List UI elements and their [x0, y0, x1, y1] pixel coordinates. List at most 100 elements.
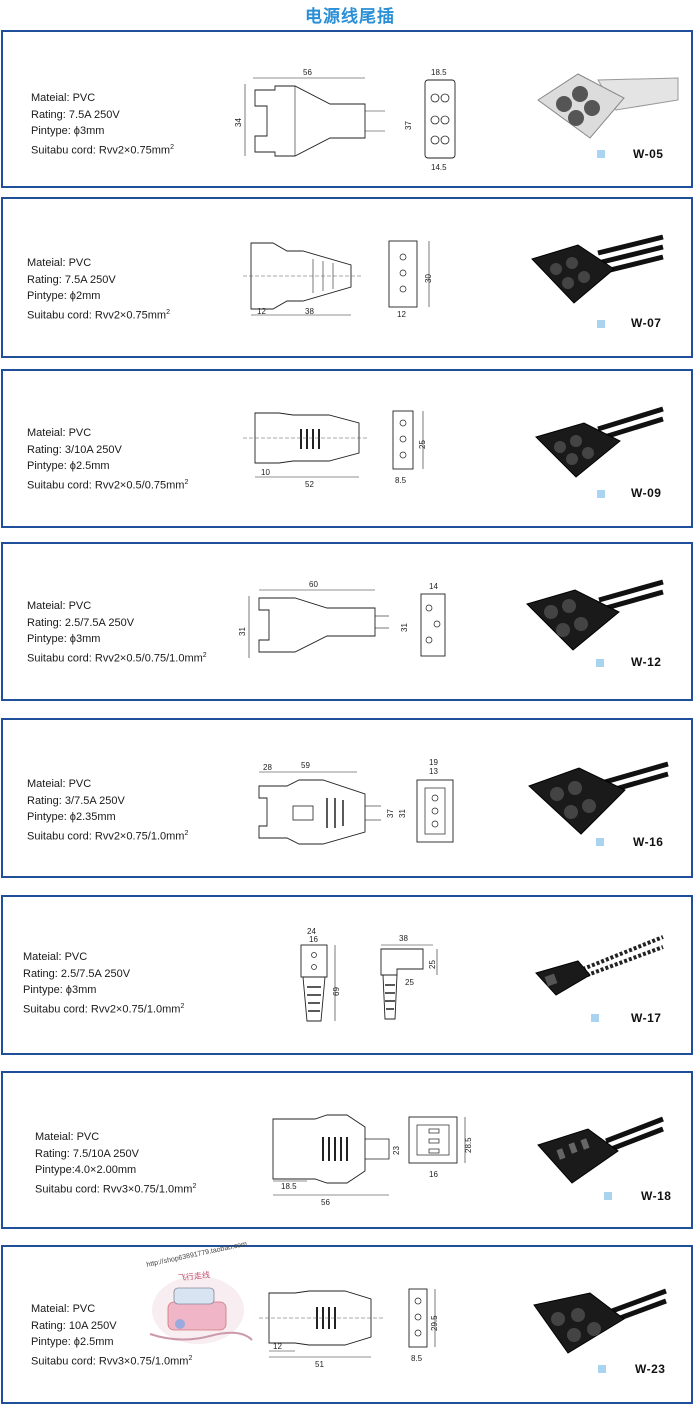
- model-number: W-16: [633, 835, 664, 849]
- spec-pintype: Pintype: ϕ2.35mm: [27, 811, 116, 823]
- face-drawing: 23 28.5 16: [392, 1111, 475, 1191]
- spec-material: Mateial: PVC: [31, 92, 96, 104]
- dim-face-w: 14: [429, 582, 438, 591]
- dim-side-w: 38: [399, 934, 408, 943]
- spec-list: Mateial: PVC Rating: 2.5/7.5A 250V Pinty…: [23, 949, 184, 1018]
- dim-face-h: 23: [392, 1146, 401, 1155]
- dim-height: 34: [234, 118, 243, 127]
- dim-length: 56: [321, 1198, 330, 1207]
- dim-w1: 24: [307, 927, 316, 936]
- dim-face-h: 25: [418, 440, 427, 449]
- side-drawing: 38 25 25: [375, 933, 445, 1023]
- product-panel-w18: Mateial: PVC Rating: 7.5/10A 250V Pintyp…: [1, 1071, 693, 1229]
- spec-rating: Rating: 7.5A 250V: [27, 273, 116, 286]
- spec-rating: Rating: 7.5A 250V: [31, 108, 120, 121]
- spec-cord: Suitabu cord: Rvv2×0.5/0.75mm2: [27, 478, 189, 492]
- spec-rating: Rating: 7.5/10A 250V: [35, 1147, 139, 1160]
- product-photo-black: [523, 572, 673, 662]
- dim-length: 52: [305, 480, 314, 489]
- color-marker: [598, 1365, 606, 1373]
- product-photo-black: [528, 1105, 668, 1195]
- spec-pintype: Pintype: ϕ3mm: [23, 984, 97, 996]
- page-title: 电源线尾插: [305, 7, 395, 27]
- product-photo-black: [528, 229, 668, 319]
- product-panel-w09: Mateial: PVC Rating: 3/10A 250V Pintype:…: [1, 369, 693, 528]
- face-drawing: 25 8.5: [389, 405, 439, 495]
- dim-face-w: 16: [429, 1170, 438, 1179]
- dim-face-h: 37: [404, 121, 413, 130]
- dim-body: 38: [305, 307, 314, 316]
- spec-material: Mateial: PVC: [23, 951, 88, 963]
- product-panel-w07: Mateial: PVC Rating: 7.5A 250V Pintype: …: [1, 197, 693, 358]
- spec-list: Mateial: PVC Rating: 2.5/7.5A 250V Pinty…: [27, 598, 207, 667]
- side-drawing: 12 51: [259, 1283, 399, 1373]
- dim-front: 28: [263, 763, 272, 772]
- spec-pintype: Pintype: ϕ2.5mm: [31, 1336, 114, 1348]
- model-number: W-18: [641, 1189, 672, 1203]
- color-marker: [596, 659, 604, 667]
- dim-face-w: 18.5: [431, 68, 447, 77]
- model-number: W-23: [635, 1362, 666, 1376]
- spec-cord: Suitabu cord: Rvv3×0.75/1.0mm2: [31, 1354, 193, 1368]
- dim-face-h: 29.5: [430, 1315, 439, 1331]
- side-drawing: 60 31: [238, 578, 399, 668]
- dim-face-w: 19: [429, 758, 438, 767]
- face-drawing: 29.5 8.5: [403, 1283, 453, 1373]
- product-photo-black: [528, 401, 668, 491]
- dim-face-h: 30: [424, 274, 433, 283]
- product-photo-black: [528, 931, 668, 1011]
- spec-cord: Suitabu cord: Rvv2×0.75mm2: [31, 143, 175, 157]
- spec-material: Mateial: PVC: [31, 1303, 96, 1315]
- side-drawing: 10 52: [243, 405, 383, 495]
- product-panel-w05: Mateial: PVC Rating: 7.5A 250V Pintype: …: [1, 30, 693, 188]
- model-number: W-09: [631, 486, 662, 500]
- model-number: W-17: [631, 1011, 662, 1025]
- spec-cord: Suitabu cord: Rvv2×0.75/1.0mm2: [27, 829, 189, 843]
- spec-pintype: Pintype: ϕ3mm: [27, 633, 101, 645]
- spec-list: Mateial: PVC Rating: 10A 250V Pintype: ϕ…: [31, 1301, 192, 1370]
- spec-pintype: Pintype: ϕ3mm: [31, 125, 105, 137]
- side-drawing: 18.5 56: [265, 1109, 405, 1209]
- color-marker: [591, 1014, 599, 1022]
- color-marker: [597, 320, 605, 328]
- color-marker: [596, 838, 604, 846]
- spec-material: Mateial: PVC: [27, 427, 92, 439]
- color-marker: [604, 1192, 612, 1200]
- dim-w2: 16: [309, 935, 318, 944]
- product-photo-white: [528, 60, 679, 150]
- product-panel-w17: Mateial: PVC Rating: 2.5/7.5A 250V Pinty…: [1, 895, 693, 1055]
- spec-rating: Rating: 2.5/7.5A 250V: [23, 967, 131, 980]
- dim-front: 10: [261, 468, 270, 477]
- dim-front: 12: [273, 1342, 282, 1351]
- model-number: W-07: [631, 316, 662, 330]
- spec-pintype: Pintype: ϕ2mm: [27, 290, 101, 302]
- dim-face-h2: 28.5: [464, 1137, 473, 1153]
- spec-list: Mateial: PVC Rating: 7.5/10A 250V Pintyp…: [35, 1129, 196, 1198]
- spec-material: Mateial: PVC: [27, 600, 92, 612]
- product-photo-black: [528, 1277, 668, 1367]
- spec-rating: Rating: 10A 250V: [31, 1319, 117, 1332]
- dim-face-h: 37: [386, 809, 395, 818]
- dim-height: 69: [331, 987, 340, 996]
- spec-rating: Rating: 3/7.5A 250V: [27, 794, 125, 807]
- spec-material: Mateial: PVC: [27, 257, 92, 269]
- product-panel-w16: Mateial: PVC Rating: 3/7.5A 250V Pintype…: [1, 718, 693, 878]
- face-drawing: 19 13 37 31: [386, 758, 469, 858]
- dim-face-h2: 31: [398, 809, 407, 818]
- front-drawing: 24 16 69: [293, 927, 343, 1027]
- dim-length: 60: [309, 580, 318, 589]
- spec-material: Mateial: PVC: [27, 778, 92, 790]
- dim-face-h: 31: [400, 623, 409, 632]
- spec-cord: Suitabu cord: Rvv2×0.5/0.75/1.0mm2: [27, 651, 207, 665]
- dim-face-w: 12: [397, 310, 406, 319]
- watermark-stamp: [140, 1258, 260, 1354]
- face-drawing: 18.5 37 14.5: [404, 66, 465, 176]
- spec-rating: Rating: 3/10A 250V: [27, 443, 122, 456]
- spec-pintype: Pintype: ϕ2.5mm: [27, 460, 110, 472]
- product-panel-w12: Mateial: PVC Rating: 2.5/7.5A 250V Pinty…: [1, 542, 693, 701]
- dim-height: 31: [238, 627, 247, 636]
- product-photo-black: [523, 746, 673, 842]
- face-drawing: 14 31: [400, 580, 463, 670]
- spec-pintype: Pintype:4.0×2.00mm: [35, 1164, 137, 1176]
- dim-front: 12: [257, 307, 266, 316]
